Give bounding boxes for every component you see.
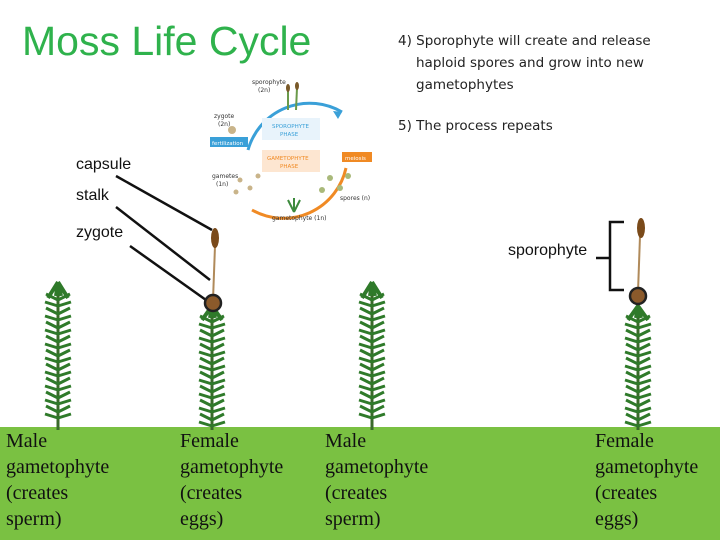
cycle-label-sporophyte-phase-1: SPOROPHYTE <box>272 124 309 130</box>
cycle-label-spores: spores (n) <box>340 195 370 202</box>
sporophyte-capsule-2 <box>637 218 645 238</box>
step-5-text: 5) The process repeats <box>398 118 553 134</box>
fertilization-tag <box>210 137 248 147</box>
caption-1-line-1: Male <box>6 430 48 452</box>
cycle-label-fertilization: fertilization <box>212 141 244 147</box>
cycle-label-zygote-ploidy: (2n) <box>218 121 230 128</box>
caption-2-line-3: (creates <box>180 482 243 504</box>
meiosis-tag <box>342 152 372 162</box>
label-capsule: capsule <box>76 156 132 173</box>
cycle-arrow-head-top <box>333 111 342 119</box>
cycle-label-gametophyte-phase-2: PHASE <box>280 164 299 170</box>
zygote-circle-1 <box>203 293 223 313</box>
caption-female-gametophyte-2: Female gametophyte (creates eggs) <box>595 428 698 532</box>
caption-3-line-3: (creates <box>325 482 388 504</box>
caption-1-line-4: sperm) <box>6 508 62 530</box>
sporophyte-stalk-2 <box>637 235 641 293</box>
sporophyte-bracket <box>608 220 624 292</box>
life-cycle-diagram: sporophyte (2n) zygote (2n) fertilizatio… <box>210 79 372 222</box>
caption-4-line-3: (creates <box>595 482 658 504</box>
caption-2-line-1: Female <box>180 430 239 452</box>
caption-3-line-1: Male <box>325 430 367 452</box>
caption-2-line-2: gametophyte <box>180 456 284 478</box>
mini-sporophyte-stalk-2 <box>295 87 298 111</box>
caption-1-line-2: gametophyte <box>6 456 110 478</box>
cycle-label-sporophyte-phase-2: PHASE <box>280 132 299 138</box>
step-4-line-1: Sporophyte will create and release <box>416 33 651 49</box>
zygote-circle-2 <box>628 286 648 306</box>
caption-band <box>0 427 720 540</box>
label-sporophyte: sporophyte <box>508 242 588 259</box>
cycle-arrow-top <box>246 101 343 151</box>
sporophyte-capsule-1 <box>211 228 219 248</box>
moss-plant-2 <box>197 228 227 430</box>
caption-4-line-1: Female <box>595 430 654 452</box>
mini-capsule-2 <box>295 82 299 90</box>
cycle-arrow-bottom <box>251 167 348 220</box>
gametophyte-phase-box <box>262 150 320 172</box>
caption-male-gametophyte-2: Male gametophyte (creates sperm) <box>325 428 428 532</box>
cycle-label-sporophyte-ploidy: (2n) <box>258 87 270 94</box>
capsule-pointer-line <box>115 174 213 232</box>
cycle-label-gametes-ploidy: (1n) <box>216 181 228 188</box>
label-stalk: stalk <box>76 187 109 204</box>
step-4-text: 4) Sporophyte will create and release ha… <box>398 30 698 96</box>
cycle-label-gametes: gametes <box>212 173 238 180</box>
caption-3-line-4: sperm) <box>325 508 381 530</box>
caption-4-line-2: gametophyte <box>595 456 699 478</box>
step-4-number: 4) <box>398 33 412 49</box>
step-4-line-3: gametophytes <box>416 77 514 93</box>
cycle-label-zygote: zygote <box>214 113 235 120</box>
cycle-label-sporophyte: sporophyte <box>252 79 286 86</box>
cycle-label-gametophyte: gametophyte (1n) <box>272 215 326 222</box>
cycle-label-meiosis: meiosis <box>345 156 366 162</box>
caption-3-line-2: gametophyte <box>325 456 429 478</box>
mini-gametophyte <box>287 198 301 213</box>
zygote-pointer-line <box>129 244 207 302</box>
mini-capsule <box>286 84 290 92</box>
label-zygote: zygote <box>76 224 124 241</box>
moss-plant-3 <box>357 280 387 430</box>
cycle-label-gametophyte-phase-1: GAMETOPHYTE <box>267 156 309 162</box>
caption-1-line-3: (creates <box>6 482 69 504</box>
stalk-pointer-line <box>115 206 211 281</box>
sporophyte-stalk-1 <box>212 245 216 301</box>
step-4-line-2: haploid spores and grow into new <box>416 55 644 71</box>
caption-female-gametophyte-1: Female gametophyte (creates eggs) <box>180 428 283 532</box>
sporophyte-phase-box <box>262 118 320 140</box>
moss-plant-4 <box>623 218 653 430</box>
mini-zygote <box>228 126 236 134</box>
page-title: Moss Life Cycle <box>22 18 312 64</box>
moss-plant-1 <box>43 280 73 430</box>
caption-male-gametophyte-1: Male gametophyte (creates sperm) <box>6 428 109 532</box>
caption-4-line-4: eggs) <box>595 508 639 530</box>
caption-2-line-4: eggs) <box>180 508 224 530</box>
